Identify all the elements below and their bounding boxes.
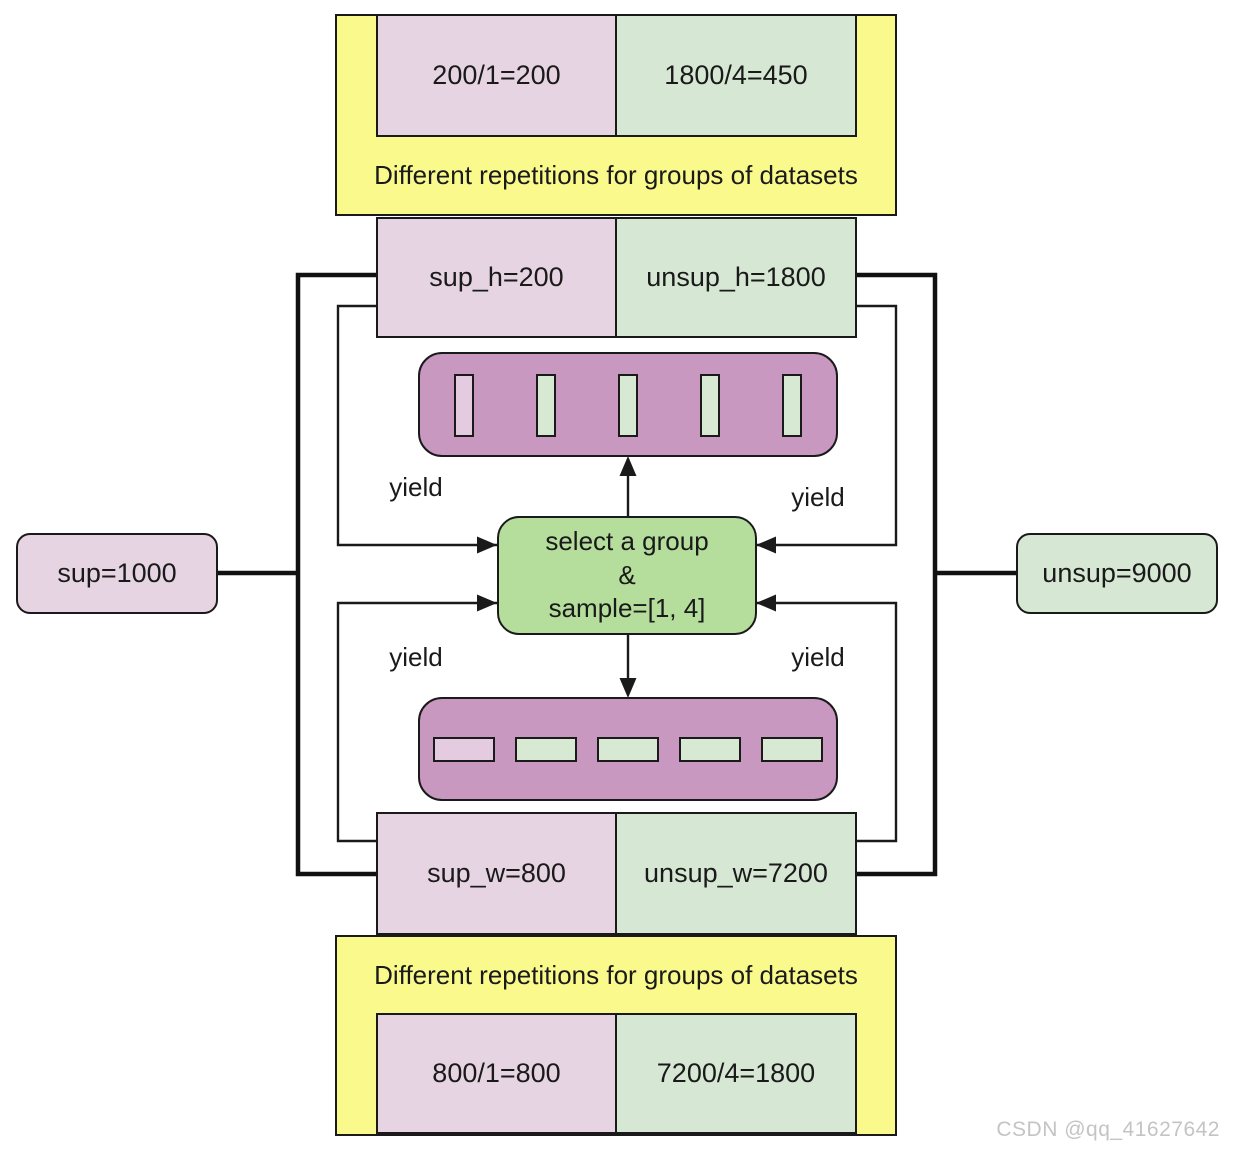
sup-sample-bar [454, 374, 474, 437]
top-sampler-box [418, 352, 838, 457]
sup-w-box: sup_w=800 [376, 812, 617, 935]
yield-label-bottom-right: yield [791, 642, 845, 672]
unsup-h-box: unsup_h=1800 [615, 217, 857, 338]
yield-label-top-right: yield [791, 482, 845, 512]
top-panel-sup-cell: 200/1=200 [376, 14, 617, 137]
unsup-total-label: unsup=9000 [1042, 558, 1192, 588]
watermark-text: CSDN @qq_41627642 [996, 1118, 1220, 1141]
bottom-panel-sup-cell-label: 800/1=800 [432, 1058, 561, 1088]
top-panel-caption: Different repetitions for groups of data… [374, 160, 858, 190]
arrow-down-head-icon [619, 678, 637, 698]
top-panel-sup-cell-label: 200/1=200 [432, 60, 561, 90]
bottom-panel-unsup-cell: 7200/4=1800 [615, 1013, 857, 1134]
unsup-sample-bar [536, 374, 556, 437]
select-group-node: select a group & sample=[1, 4] [497, 516, 757, 635]
yield-label-bottom-left: yield [389, 642, 443, 672]
unsup-sample-bar [618, 374, 638, 437]
unsup-sample-bar [679, 737, 741, 762]
sup-h-label: sup_h=200 [429, 262, 564, 292]
unsup-sample-bar [782, 374, 802, 437]
select-group-line3: sample=[1, 4] [548, 593, 706, 624]
yield-label-top-left: yield [389, 472, 443, 502]
unsup-total-node: unsup=9000 [1016, 533, 1218, 614]
unsup-w-box: unsup_w=7200 [615, 812, 857, 935]
upper-left-arrowhead-icon [477, 536, 497, 554]
unsup-w-label: unsup_w=7200 [644, 858, 828, 888]
lower-left-arrowhead-icon [477, 594, 497, 612]
sup-sample-bar [433, 737, 495, 762]
sup-total-label: sup=1000 [57, 558, 177, 588]
unsup-sample-bar [515, 737, 577, 762]
bottom-panel-unsup-cell-label: 7200/4=1800 [656, 1058, 816, 1088]
unsup-sample-bar [700, 374, 720, 437]
top-panel-unsup-cell-label: 1800/4=450 [664, 60, 808, 90]
bottom-panel-caption: Different repetitions for groups of data… [374, 960, 858, 990]
upper-right-arrowhead-icon [756, 536, 776, 554]
lower-right-arrowhead-icon [756, 594, 776, 612]
select-group-line1: select a group [545, 525, 709, 556]
top-panel-unsup-cell: 1800/4=450 [615, 14, 857, 137]
unsup-sample-bar [761, 737, 823, 762]
sup-w-label: sup_w=800 [427, 858, 566, 888]
sup-h-box: sup_h=200 [376, 217, 617, 338]
bottom-panel-sup-cell: 800/1=800 [376, 1013, 617, 1134]
arrow-up-head-icon [619, 456, 637, 476]
unsup-h-label: unsup_h=1800 [646, 262, 826, 292]
unsup-sample-bar [597, 737, 659, 762]
sup-total-node: sup=1000 [16, 533, 218, 614]
select-group-line2: & [618, 559, 636, 590]
